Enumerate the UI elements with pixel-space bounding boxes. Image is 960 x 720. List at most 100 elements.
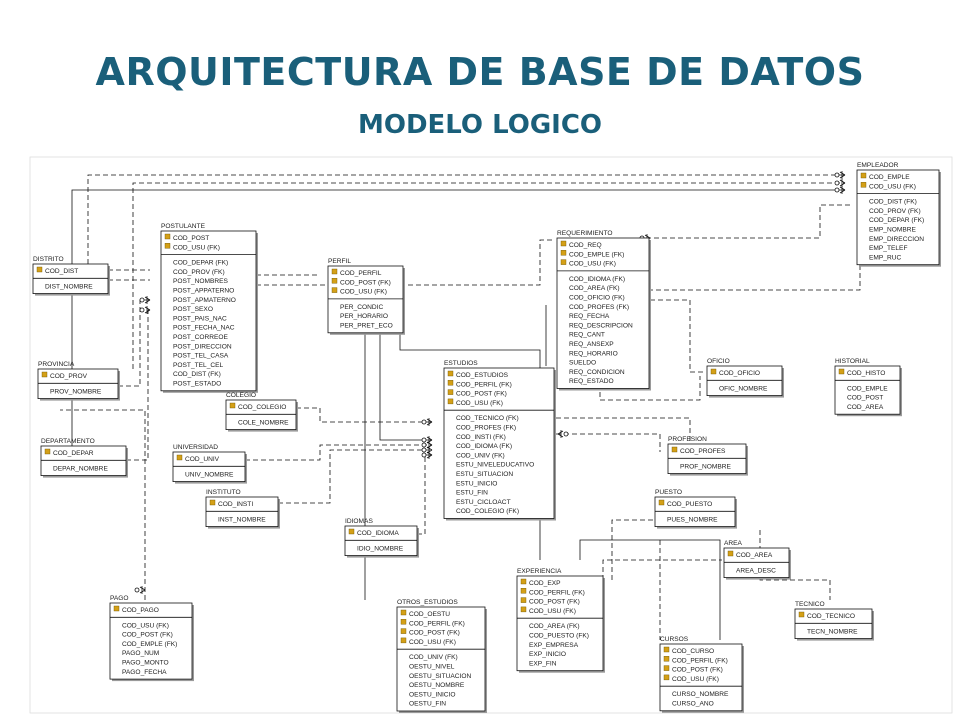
attribute: COD_AREA (FK) [529,623,580,630]
pk-attribute: COD_INSTI [218,501,253,508]
entity-box [556,237,650,389]
entity-name: EMPLEADOR [857,162,899,169]
relationship-line [256,239,555,286]
relationship-line [417,454,432,535]
entity-box [516,575,604,672]
attribute: OESTU_SITUACION [409,673,472,680]
entity-box [723,547,790,579]
crow-foot-marker [557,430,569,438]
attribute: COD_EMPLE [847,385,888,392]
key-icon [560,240,567,247]
relationship-line [118,299,150,387]
pk-attribute: COD_COLEGIO [238,404,286,411]
attribute: COD_DIST (FK) [869,199,917,206]
pk-attribute: COD_OESTU [409,611,450,618]
pk-attribute: COD_REQ [569,242,602,249]
entity-box [37,368,119,400]
entity-name: DEPARTAMENTO [41,438,95,445]
key-icon [663,674,670,681]
attribute: COD_IDIOMA (FK) [456,443,512,450]
key-icon [560,250,567,256]
pk-attribute: COD_UNIV [185,456,220,463]
entity-box [667,443,747,475]
entity-name: PAGO [110,595,129,602]
attribute: SUELDO [569,360,596,367]
attribute: EMP_RUC [869,254,901,261]
attribute: COD_INSTI (FK) [456,434,506,441]
attribute: OESTU_INICIO [409,691,456,698]
relationship-line [556,433,661,452]
key-icon [331,278,338,284]
pk-attribute: COD_DEPAR [53,450,94,457]
attribute: POST_NOMBRES [173,278,229,285]
attribute: PER_HORARIO [340,313,388,320]
slide-subtitle: MODELO LOGICO [357,110,603,140]
key-icon [229,402,236,409]
key-icon [400,619,407,625]
pk-attribute: COD_USU (FK) [869,183,916,190]
attribute: EXP_INICIO [529,651,566,658]
crow-foot-marker [421,418,433,426]
entity-profesion: PROFESION COD_PROFES PROF_NOMBRE [667,436,748,476]
pk-attribute: COD_PROV [50,373,88,380]
entity-name: TECNICO [795,601,825,608]
key-icon [663,656,670,662]
attribute: COLE_NOMBRE [238,419,289,426]
relationship-line [245,444,432,461]
relationship-line [296,407,432,423]
attribute: PROF_NOMBRE [680,463,732,470]
key-icon [44,448,51,455]
entity-name: PROFESION [668,436,707,443]
attribute: COD_DIST (FK) [173,371,221,378]
attribute: COD_UNIV (FK) [456,452,505,459]
attribute: OESTU_NOMBRE [409,682,465,689]
relationship-line [602,559,722,580]
pk-attribute: COD_POST [173,235,209,242]
crow-foot-marker [834,186,846,194]
relationship-line [71,189,845,446]
attribute: COD_PROV (FK) [869,208,921,215]
key-icon [400,628,407,634]
attribute: PAGO_MONTO [122,660,169,667]
relationship-line [278,449,432,504]
attribute: PROV_NOMBRE [50,388,102,395]
relationship-line [126,309,150,461]
entity-name: IDIOMAS [345,518,373,525]
key-icon [331,287,338,293]
key-icon [798,611,805,618]
attribute: COD_COLEGIO (FK) [456,508,519,515]
attribute: COD_POST [847,395,883,402]
entity-name: PUESTO [655,489,682,496]
relationship-line [579,539,721,640]
entity-box [706,365,783,397]
relationship-line [132,182,845,369]
attribute: POST_APMATERNO [173,297,236,304]
entity-box [396,606,486,712]
attribute: REQ_HORARIO [569,350,618,357]
key-icon [860,182,867,188]
attribute: TECN_NOMBRE [807,628,858,635]
key-icon [447,398,454,405]
key-icon [658,499,665,506]
entity-box [205,496,279,528]
pk-attribute: COD_PROFES [680,448,726,455]
relationship-line [599,376,701,401]
pk-attribute: COD_POST (FK) [672,667,723,674]
attribute: COD_AREA (FK) [569,285,620,292]
attribute: ESTU_SITUACION [456,471,513,478]
relationship-line [87,174,845,264]
attribute: DIST_NOMBRE [45,283,93,290]
attribute: PUES_NOMBRE [667,516,718,523]
attribute: EXP_EMPRESA [529,642,579,649]
key-icon [560,259,567,265]
pk-attribute: COD_IDIOMA [357,530,399,537]
entity-layer: EMPLEADOR COD_EMPLE COD_USU (FK) COD_DIST (… [32,162,941,713]
